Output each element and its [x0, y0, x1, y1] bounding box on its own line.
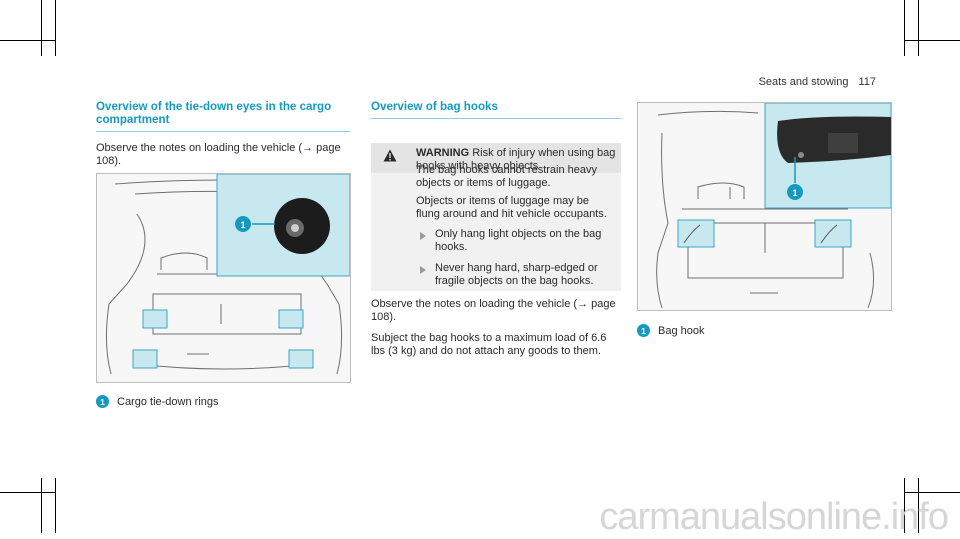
- arrow-bullet-icon: [420, 266, 426, 274]
- crop-mark: [41, 0, 42, 56]
- crop-mark: [904, 478, 905, 533]
- crop-mark: [904, 40, 960, 41]
- warning-paragraph: The bag hooks cannot restrain heavy obje…: [416, 164, 598, 189]
- crop-mark: [918, 478, 919, 533]
- warning-header: WARNING Risk of injury when using bag ho…: [371, 143, 621, 173]
- figure-cargo-tie-down: 1: [96, 173, 351, 383]
- callout-number: 1: [637, 324, 650, 337]
- loading-note: Observe the notes on loading the vehicle…: [96, 142, 341, 167]
- section-title-bag-hooks: Overview of bag hooks: [371, 100, 621, 119]
- crop-mark: [55, 478, 56, 533]
- svg-text:1: 1: [240, 220, 245, 230]
- warning-message: Risk of injury when using bag hooks with…: [416, 147, 616, 172]
- arrow-bullet-icon: [420, 232, 426, 240]
- caption-text: Cargo tie-down rings: [117, 395, 219, 408]
- loading-note: Observe the notes on loading the vehicle…: [371, 298, 616, 323]
- warning-bullet: Never hang hard, sharp-edged or fragile …: [435, 262, 598, 287]
- warning-triangle-icon: [383, 149, 397, 162]
- caption-text: Bag hook: [658, 324, 705, 337]
- figure-bag-hooks: 1: [637, 102, 892, 311]
- warning-bullet: Only hang light objects on the bag hooks…: [435, 228, 602, 253]
- column-bag-hooks: Overview of bag hooks: [371, 100, 621, 119]
- figure-caption: 1 Bag hook: [637, 324, 704, 337]
- warning-text: WARNING Risk of injury when using bag ho…: [416, 147, 616, 173]
- crop-mark: [41, 478, 42, 533]
- warning-label: WARNING: [416, 147, 470, 159]
- figure-caption: 1 Cargo tie-down rings: [96, 395, 219, 408]
- warning-box: WARNING Risk of injury when using bag ho…: [371, 143, 621, 291]
- svg-text:1: 1: [792, 188, 797, 198]
- column-tie-down: Overview of the tie-down eyes in the car…: [96, 100, 350, 168]
- callout-number: 1: [96, 395, 109, 408]
- running-header: Seats and stowing 117: [759, 76, 876, 88]
- section-title-tie-down: Overview of the tie-down eyes in the car…: [96, 100, 350, 132]
- warning-paragraph: Objects or items of luggage may be flung…: [416, 195, 607, 220]
- watermark: carmanualsonline.info: [599, 496, 949, 538]
- crop-mark: [904, 492, 960, 493]
- crop-mark: [0, 40, 56, 41]
- load-limit-note: Subject the bag hooks to a maximum load …: [371, 332, 607, 357]
- crop-mark: [0, 492, 56, 493]
- crop-mark: [904, 0, 905, 56]
- crop-mark: [918, 0, 919, 56]
- header-section: Seats and stowing: [758, 76, 849, 88]
- page-number: 117: [858, 76, 876, 88]
- crop-mark: [55, 0, 56, 56]
